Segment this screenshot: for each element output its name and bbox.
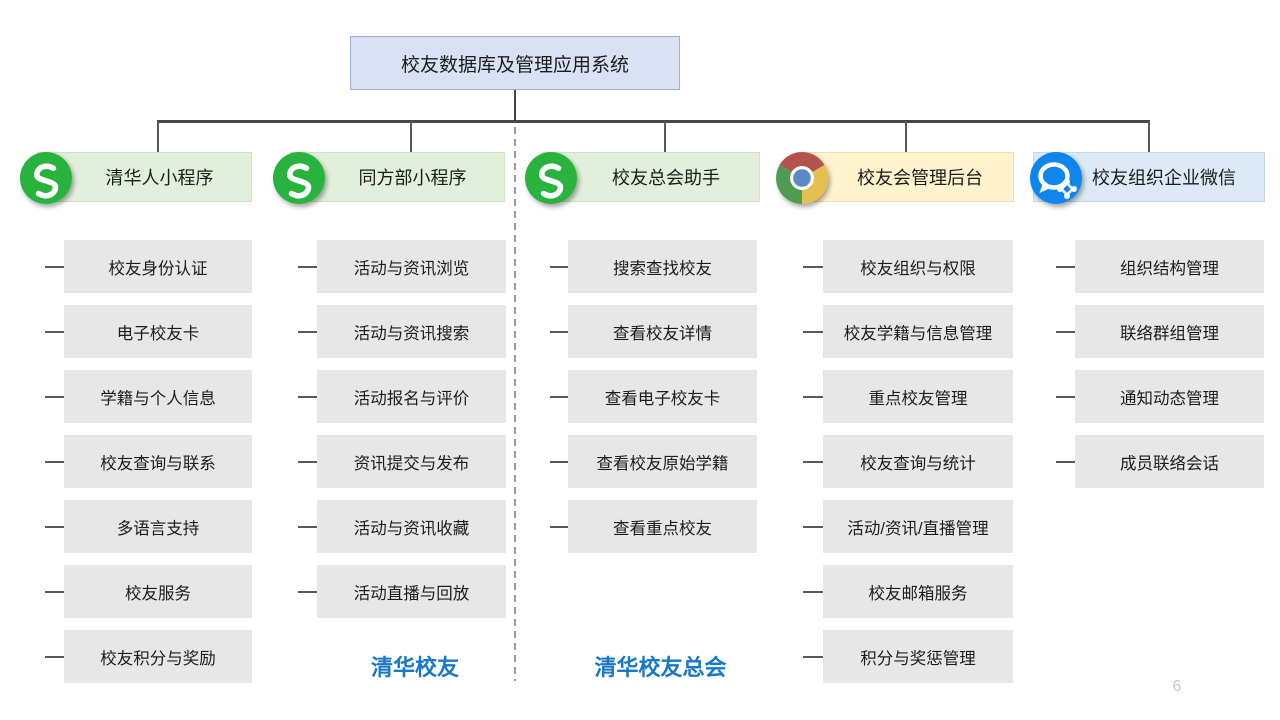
connector-line bbox=[803, 461, 823, 463]
feature-box: 校友积分与奖励 bbox=[64, 630, 252, 683]
dashed-divider-line bbox=[514, 127, 516, 681]
connector-line bbox=[664, 121, 666, 153]
connector-line bbox=[803, 656, 823, 658]
feature-box: 校友邮箱服务 bbox=[823, 565, 1013, 618]
connector-line bbox=[298, 461, 317, 463]
wechat-miniprogram-icon bbox=[20, 152, 72, 204]
connector-line bbox=[45, 526, 64, 528]
connector-line bbox=[410, 121, 412, 153]
column-header-guanli-houtai: 校友会管理后台 bbox=[796, 152, 1014, 202]
feature-box: 查看电子校友卡 bbox=[568, 370, 757, 423]
connector-line bbox=[298, 266, 317, 268]
feature-box: 多语言支持 bbox=[64, 500, 252, 553]
feature-box: 成员联络会话 bbox=[1075, 435, 1264, 488]
connector-line bbox=[1056, 396, 1075, 398]
feature-box: 查看校友详情 bbox=[568, 305, 757, 358]
feature-box: 重点校友管理 bbox=[823, 370, 1013, 423]
connector-line bbox=[803, 331, 823, 333]
connector-line bbox=[550, 396, 568, 398]
feature-box: 搜索查找校友 bbox=[568, 240, 757, 293]
connector-line bbox=[1056, 461, 1075, 463]
feature-box: 活动/资讯/直播管理 bbox=[823, 500, 1013, 553]
feature-box: 活动与资讯搜索 bbox=[317, 305, 506, 358]
connector-line bbox=[905, 121, 907, 153]
connector-line bbox=[298, 396, 317, 398]
connector-line bbox=[550, 331, 568, 333]
column-header-qinghuaren: 清华人小程序 bbox=[37, 152, 252, 202]
connector-line bbox=[298, 331, 317, 333]
connector-line bbox=[45, 331, 64, 333]
connector-line bbox=[298, 526, 317, 528]
feature-box: 校友身份认证 bbox=[64, 240, 252, 293]
connector-line bbox=[550, 526, 568, 528]
column-header-zonghui-zhushou: 校友总会助手 bbox=[542, 152, 760, 202]
feature-box: 通知动态管理 bbox=[1075, 370, 1264, 423]
footer-label-tsinghua-alumni-association: 清华校友总会 bbox=[594, 655, 727, 680]
connector-line bbox=[45, 266, 64, 268]
feature-box: 活动直播与回放 bbox=[317, 565, 506, 618]
connector-line bbox=[298, 591, 317, 593]
wechat-miniprogram-icon bbox=[273, 152, 325, 204]
feature-box: 校友学籍与信息管理 bbox=[823, 305, 1013, 358]
connector-line bbox=[514, 90, 516, 121]
connector-line bbox=[803, 591, 823, 593]
feature-box: 活动与资讯收藏 bbox=[317, 500, 506, 553]
connector-line bbox=[157, 121, 159, 153]
feature-box: 资讯提交与发布 bbox=[317, 435, 506, 488]
connector-line bbox=[1148, 121, 1150, 153]
connector-line bbox=[550, 461, 568, 463]
column-header-tongfangbu: 同方部小程序 bbox=[290, 152, 505, 202]
chrome-icon bbox=[776, 152, 828, 204]
wechat-miniprogram-icon bbox=[525, 152, 577, 204]
diagram-title: 校友数据库及管理应用系统 bbox=[350, 36, 680, 90]
feature-box: 查看校友原始学籍 bbox=[568, 435, 757, 488]
feature-box: 学籍与个人信息 bbox=[64, 370, 252, 423]
feature-box: 查看重点校友 bbox=[568, 500, 757, 553]
wechat-work-icon bbox=[1030, 152, 1082, 204]
feature-box: 组织结构管理 bbox=[1075, 240, 1264, 293]
connector-line bbox=[550, 266, 568, 268]
connector-line bbox=[1056, 266, 1075, 268]
feature-box: 活动报名与评价 bbox=[317, 370, 506, 423]
connector-line bbox=[45, 591, 64, 593]
connector-line bbox=[45, 656, 64, 658]
connector-line bbox=[803, 526, 823, 528]
connector-line bbox=[157, 120, 1150, 123]
feature-box: 联络群组管理 bbox=[1075, 305, 1264, 358]
connector-line bbox=[45, 461, 64, 463]
page-number: 6 bbox=[1172, 678, 1182, 695]
connector-line bbox=[803, 266, 823, 268]
connector-line bbox=[45, 396, 64, 398]
feature-box: 校友查询与联系 bbox=[64, 435, 252, 488]
feature-box: 电子校友卡 bbox=[64, 305, 252, 358]
feature-box: 活动与资讯浏览 bbox=[317, 240, 506, 293]
feature-box: 积分与奖惩管理 bbox=[823, 630, 1013, 683]
feature-box: 校友组织与权限 bbox=[823, 240, 1013, 293]
connector-line bbox=[803, 396, 823, 398]
footer-label-tsinghua-alumni: 清华校友 bbox=[370, 655, 459, 680]
connector-line bbox=[1056, 331, 1075, 333]
feature-box: 校友服务 bbox=[64, 565, 252, 618]
feature-box: 校友查询与统计 bbox=[823, 435, 1013, 488]
